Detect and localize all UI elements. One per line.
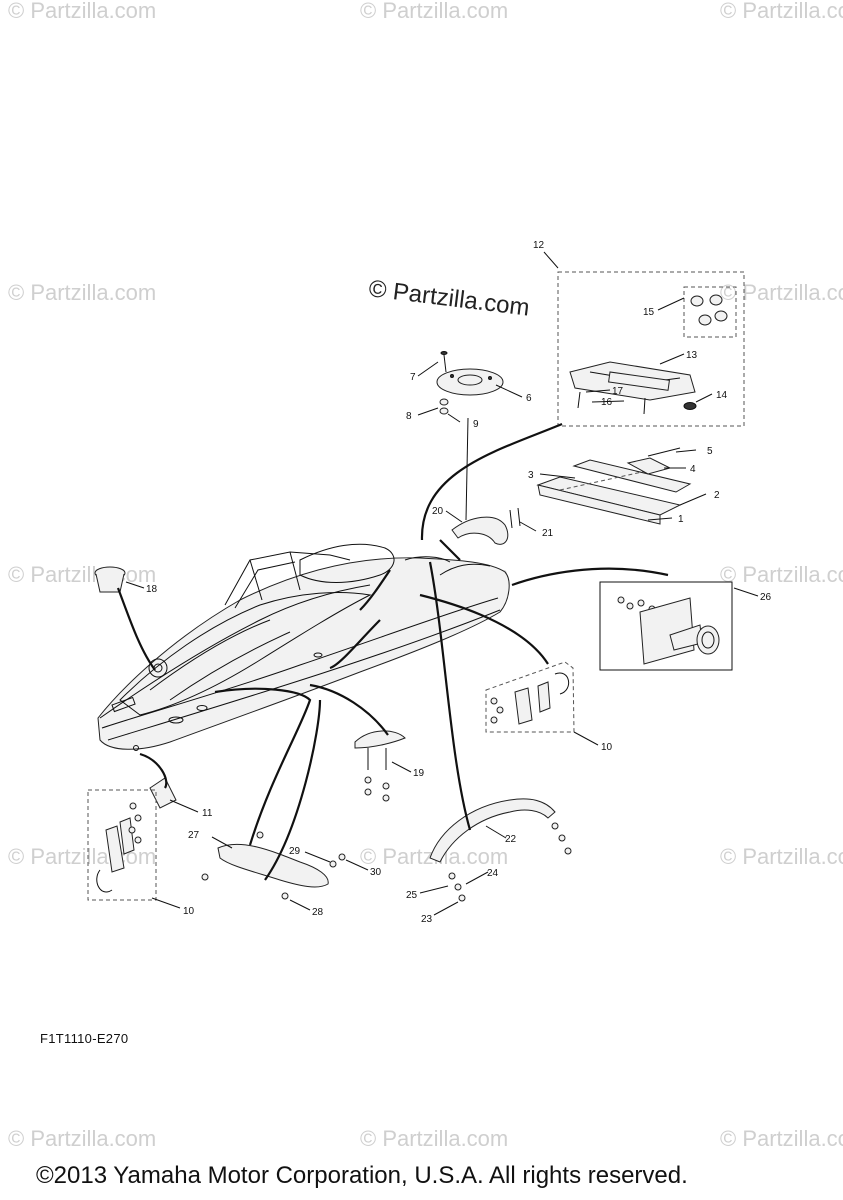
callout-6: 6 xyxy=(526,393,532,404)
cleat-group xyxy=(354,730,406,802)
cup-holder-group xyxy=(94,566,126,593)
rail-group xyxy=(536,447,692,525)
strap-group xyxy=(451,507,521,545)
callout-26: 26 xyxy=(760,592,772,603)
tow-eye-group-left xyxy=(87,777,177,901)
callout-4: 4 xyxy=(690,464,696,475)
watermark: © Partzilla.com xyxy=(720,844,843,869)
diagram-code: F1T1110-E270 xyxy=(40,1031,129,1046)
callout-14: 14 xyxy=(716,390,728,401)
callout-27: 27 xyxy=(188,830,200,841)
callout-10-left: 10 xyxy=(183,906,195,917)
callout-17: 17 xyxy=(612,386,624,397)
watermark: © Partzilla.com xyxy=(720,562,843,587)
callout-3: 3 xyxy=(528,470,534,481)
callout-24: 24 xyxy=(487,868,499,879)
watermark-main: © Partzilla.com xyxy=(367,275,531,322)
watermark: © Partzilla.com xyxy=(720,1126,843,1151)
callout-10: 10 xyxy=(601,742,613,753)
callout-13: 13 xyxy=(686,350,698,361)
callout-9: 9 xyxy=(473,419,479,430)
callout-16: 16 xyxy=(601,397,613,408)
watermark: © Partzilla.com xyxy=(360,1126,508,1151)
callout-22: 22 xyxy=(505,834,517,845)
base-plate-group xyxy=(436,351,504,521)
watermark: © Partzilla.com xyxy=(360,0,508,23)
callout-25: 25 xyxy=(406,890,418,901)
callout-21: 21 xyxy=(542,528,554,539)
drain-plug-group xyxy=(599,581,733,671)
callout-19: 19 xyxy=(413,768,425,779)
stern-rail-group xyxy=(429,798,572,902)
tow-eye-group-right xyxy=(485,661,575,733)
callout-18: 18 xyxy=(146,584,158,595)
connector-lines xyxy=(116,422,669,881)
watermark: © Partzilla.com xyxy=(720,0,843,23)
callouts: 12 15 13 14 17 16 7 6 8 9 5 4 3 2 1 20 2… xyxy=(146,240,772,925)
watermark: © Partzilla.com xyxy=(8,1126,156,1151)
callout-1: 1 xyxy=(678,514,684,525)
callout-5: 5 xyxy=(707,446,713,457)
watermark: © Partzilla.com xyxy=(8,280,156,305)
watermark: © Partzilla.com xyxy=(720,280,843,305)
callout-30: 30 xyxy=(370,867,382,878)
callout-12: 12 xyxy=(533,240,545,251)
leader-lines xyxy=(125,251,759,916)
seat-base-group xyxy=(557,271,745,427)
callout-20: 20 xyxy=(432,506,444,517)
copyright-notice: ©2013 Yamaha Motor Corporation, U.S.A. A… xyxy=(36,1162,688,1189)
boat-hull xyxy=(97,543,510,751)
watermark: © Partzilla.com xyxy=(8,562,156,587)
callout-29: 29 xyxy=(289,846,301,857)
callout-2: 2 xyxy=(714,490,720,501)
callout-7: 7 xyxy=(410,372,416,383)
callout-15: 15 xyxy=(643,307,655,318)
callout-11: 11 xyxy=(202,808,213,819)
callout-28: 28 xyxy=(312,907,324,918)
callout-23: 23 xyxy=(421,914,433,925)
callout-8: 8 xyxy=(406,411,412,422)
watermark: © Partzilla.com xyxy=(8,0,156,23)
